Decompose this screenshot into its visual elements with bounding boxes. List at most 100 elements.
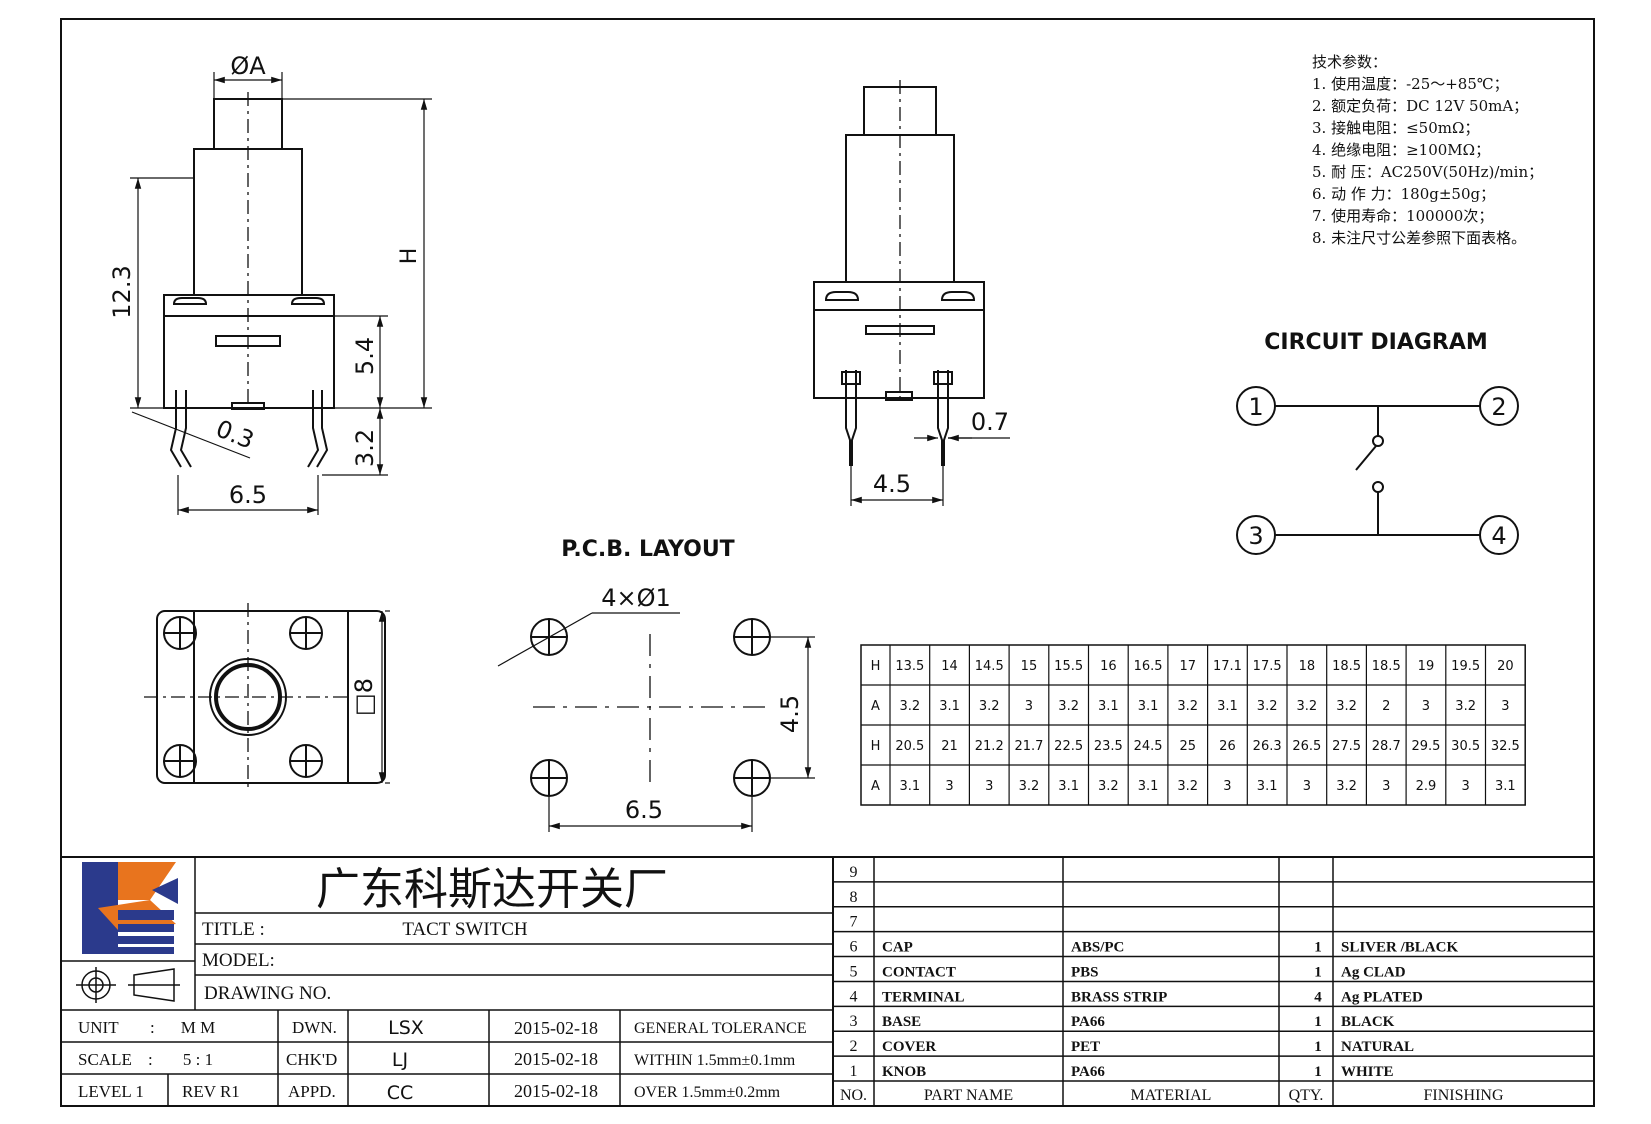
tolerance-title: GENERAL TOLERANCE (634, 1020, 807, 1037)
size-table-cell: 3.1 (1138, 699, 1159, 714)
tech-param-8: 8. 未注尺寸公差参照下面表格。 (1312, 229, 1526, 247)
size-table-cell: 3 (985, 779, 993, 794)
circuit-pin-4: 4 (1491, 522, 1506, 550)
size-table-cell: 17 (1179, 659, 1196, 674)
size-table-cell: 3.1 (939, 699, 960, 714)
bom-row-material: PBS (1071, 964, 1099, 980)
model-label: MODEL: (202, 950, 275, 971)
tech-param-1: 1. 使用温度：-25～+85℃； (1312, 75, 1509, 93)
pcb-layout (530, 618, 771, 797)
tech-param-4: 4. 绝缘电阻：≥100MΩ； (1312, 141, 1490, 159)
dim-pcb-6-5: 6.5 (625, 796, 663, 824)
pcb-layout-title: P.C.B. LAYOUT (561, 537, 734, 562)
bom-row-finishing: NATURAL (1341, 1039, 1414, 1055)
bom-row-qty: 1 (1314, 964, 1322, 980)
size-table-cell: 13.5 (895, 659, 924, 674)
dim-pin-0-3: 0.3 (212, 414, 258, 454)
size-table-cell: 18 (1299, 659, 1316, 674)
bom-row-finishing: BLACK (1341, 1014, 1395, 1030)
size-table-cell: 3 (945, 779, 953, 794)
size-table-cell: 3.2 (1058, 699, 1079, 714)
drawing-no-label: DRAWING NO. (204, 983, 331, 1004)
bom-row-no: 3 (850, 1013, 858, 1030)
circuit-pin-2: 2 (1491, 393, 1506, 421)
title-block (61, 856, 1594, 1106)
size-table-row-label: H (871, 659, 881, 674)
dim-pin-3-2: 3.2 (351, 429, 379, 467)
rev-label: REV R1 (182, 1082, 240, 1101)
size-table-cell: 25 (1179, 739, 1196, 754)
size-table-cell: 3 (1422, 699, 1430, 714)
bom-row-finishing: Ag CLAD (1341, 964, 1406, 980)
scale-label: SCALE (78, 1050, 132, 1069)
size-table-cell: 3.2 (1177, 699, 1198, 714)
dim-height-12-3: 12.3 (108, 265, 136, 318)
tech-param-5: 5. 耐 压：AC250V(50Hz)/min； (1312, 163, 1543, 181)
size-table-cell: 3 (1223, 779, 1231, 794)
front-view-dimensions (130, 72, 432, 515)
tech-param-6: 6. 动 作 力：180g±50g； (1312, 185, 1495, 203)
size-table-cell: 16 (1100, 659, 1117, 674)
dwn-label: DWN. (292, 1018, 337, 1037)
circuit-diagram-title: CIRCUIT DIAGRAM (1264, 330, 1488, 355)
size-table-cell: 3.2 (900, 699, 921, 714)
size-table-cell: 3.1 (900, 779, 921, 794)
size-table-row-label: A (871, 779, 880, 794)
projection-symbol-icon (76, 967, 180, 1003)
size-table-cell: 3.1 (1138, 779, 1159, 794)
level-label: LEVEL 1 (78, 1082, 144, 1101)
size-table-cell: 32.5 (1491, 739, 1520, 754)
dim-pcb-4-5: 4.5 (776, 695, 804, 733)
bom-row-no: 9 (850, 864, 858, 881)
bom-row-no: 4 (850, 988, 858, 1005)
size-table-cell: 14 (941, 659, 958, 674)
bom-row-part: TERMINAL (882, 989, 965, 1005)
size-table-cell: 3.2 (1297, 699, 1318, 714)
size-table-cell: 26.3 (1253, 739, 1282, 754)
bom-row-part: BASE (882, 1014, 921, 1030)
bom-row-no: 1 (850, 1063, 858, 1080)
size-table-cell: 3.2 (1336, 779, 1357, 794)
size-table-cell: 2 (1382, 699, 1390, 714)
drawing-frame (60, 18, 1595, 1107)
bom-row-part: COVER (882, 1039, 936, 1055)
size-table-cell: 22.5 (1054, 739, 1083, 754)
size-table-cell: 3.2 (979, 699, 1000, 714)
size-table-cell: 21 (941, 739, 958, 754)
size-table-cell: 24.5 (1134, 739, 1163, 754)
size-table-cell: 27.5 (1332, 739, 1361, 754)
side-view (813, 80, 985, 466)
size-table-cell: 29.5 (1411, 739, 1440, 754)
size-table-cell: 3 (1382, 779, 1390, 794)
size-table-cell: 23.5 (1094, 739, 1123, 754)
size-table-cell: 3.2 (1336, 699, 1357, 714)
size-table-cell: 28.7 (1372, 739, 1401, 754)
bom-row-material: PA66 (1071, 1014, 1105, 1030)
circuit-pin-3: 3 (1248, 522, 1263, 550)
tolerance-over: OVER 1.5mm±0.2mm (634, 1084, 781, 1101)
dwn-value: LSX (388, 1017, 424, 1039)
bom-row-no: 5 (850, 963, 858, 980)
bom-row-material: BRASS STRIP (1071, 989, 1167, 1005)
size-table-cell: 3.2 (1019, 779, 1040, 794)
size-table-cell: 2.9 (1416, 779, 1437, 794)
size-table-cell: 14.5 (975, 659, 1004, 674)
size-table-cell: 3 (1303, 779, 1311, 794)
top-view-dimensions (378, 610, 390, 784)
front-view (163, 92, 335, 468)
appd-date: 2015-02-18 (514, 1081, 598, 1101)
tech-param-7: 7. 使用寿命：100000次； (1312, 207, 1493, 225)
company-name: 广东科斯达开关厂 (316, 864, 668, 915)
unit-value: M M (181, 1018, 215, 1037)
size-table-cell: 3.1 (1098, 699, 1119, 714)
size-table-cell: 26 (1219, 739, 1236, 754)
size-table-cell: 17.5 (1253, 659, 1282, 674)
size-table-cell: 15.5 (1054, 659, 1083, 674)
tech-param-2: 2. 额定负荷：DC 12V 50mA； (1312, 97, 1528, 115)
bom-header-no: NO. (840, 1087, 867, 1104)
bom-row-finishing: Ag PLATED (1341, 989, 1423, 1005)
unit-label: UNIT (78, 1018, 119, 1037)
